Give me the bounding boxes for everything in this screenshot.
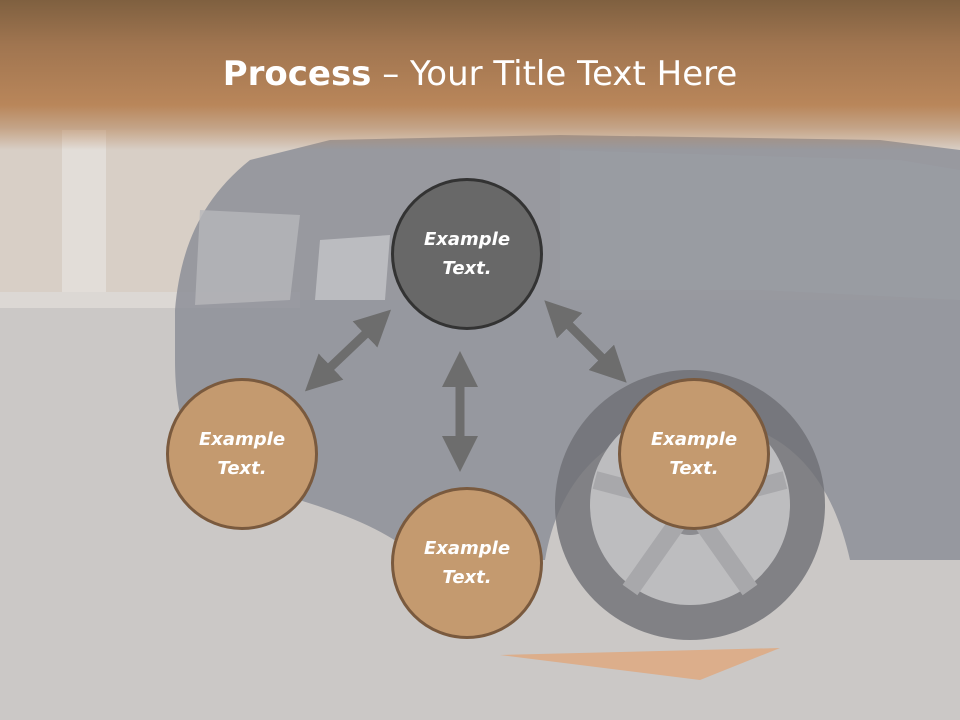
slide-title: Process – Your Title Text Here: [0, 52, 960, 96]
node-bottom: Example Text.: [391, 487, 543, 639]
node-left-line2: Text.: [217, 458, 267, 479]
title-rest: – Your Title Text Here: [371, 54, 738, 94]
node-top: Example Text.: [391, 178, 543, 330]
node-right-line2: Text.: [669, 458, 719, 479]
node-left-line1: Example: [198, 429, 286, 450]
node-top-line2: Text.: [442, 258, 492, 279]
title-bold: Process: [222, 54, 372, 94]
node-top-line1: Example: [423, 229, 511, 250]
node-left: Example Text.: [166, 378, 318, 530]
node-right-line1: Example: [650, 429, 738, 450]
title-bar: [0, 0, 960, 150]
node-right: Example Text.: [618, 378, 770, 530]
node-bottom-line1: Example: [423, 538, 511, 559]
node-bottom-line2: Text.: [442, 567, 492, 588]
